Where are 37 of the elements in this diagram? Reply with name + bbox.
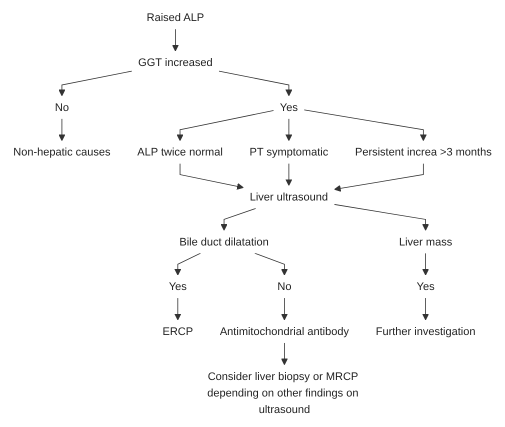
node-text: Persistent increa >3 months [354, 145, 492, 158]
arrow [334, 204, 430, 231]
node-text: PT symptomatic [250, 145, 328, 158]
node-text: Yes [168, 280, 187, 293]
arrow [58, 70, 132, 96]
node-text: ERCP [162, 324, 194, 338]
arrow [304, 110, 427, 142]
node-text: Raised ALP [146, 11, 204, 24]
arrow [280, 298, 288, 320]
node-text: Liver ultrasound [250, 190, 328, 203]
arrow [174, 298, 182, 320]
node-text: No [54, 100, 69, 114]
node-text: Antimitochondrial antibody [220, 324, 349, 338]
arrow [218, 70, 292, 96]
node-text: Yes [416, 280, 435, 293]
arrow [180, 163, 244, 190]
node-text: Further investigation [376, 324, 476, 338]
arrow [280, 342, 288, 366]
node-text: GGT increased [138, 56, 213, 68]
arrow [172, 28, 179, 52]
arrow [334, 163, 424, 192]
arrow [176, 110, 274, 142]
arrow [422, 252, 430, 276]
node-text: Non-hepatic causes [13, 145, 111, 158]
arrow [174, 252, 201, 276]
arrow [220, 208, 256, 231]
arrow [254, 252, 288, 276]
node-text: Liver mass [398, 235, 452, 248]
arrow [285, 118, 292, 142]
node-text: Bile duct dilatation [179, 235, 269, 248]
arrow [58, 118, 66, 142]
node-text: ALP twice normal [137, 145, 223, 158]
arrow [285, 163, 292, 186]
node-text: Yes [280, 100, 298, 114]
arrow [422, 298, 430, 320]
node-text: Consider liver biopsy or MRCP depending on other findings on ultrasound [207, 370, 358, 416]
node-text: No [277, 280, 292, 293]
